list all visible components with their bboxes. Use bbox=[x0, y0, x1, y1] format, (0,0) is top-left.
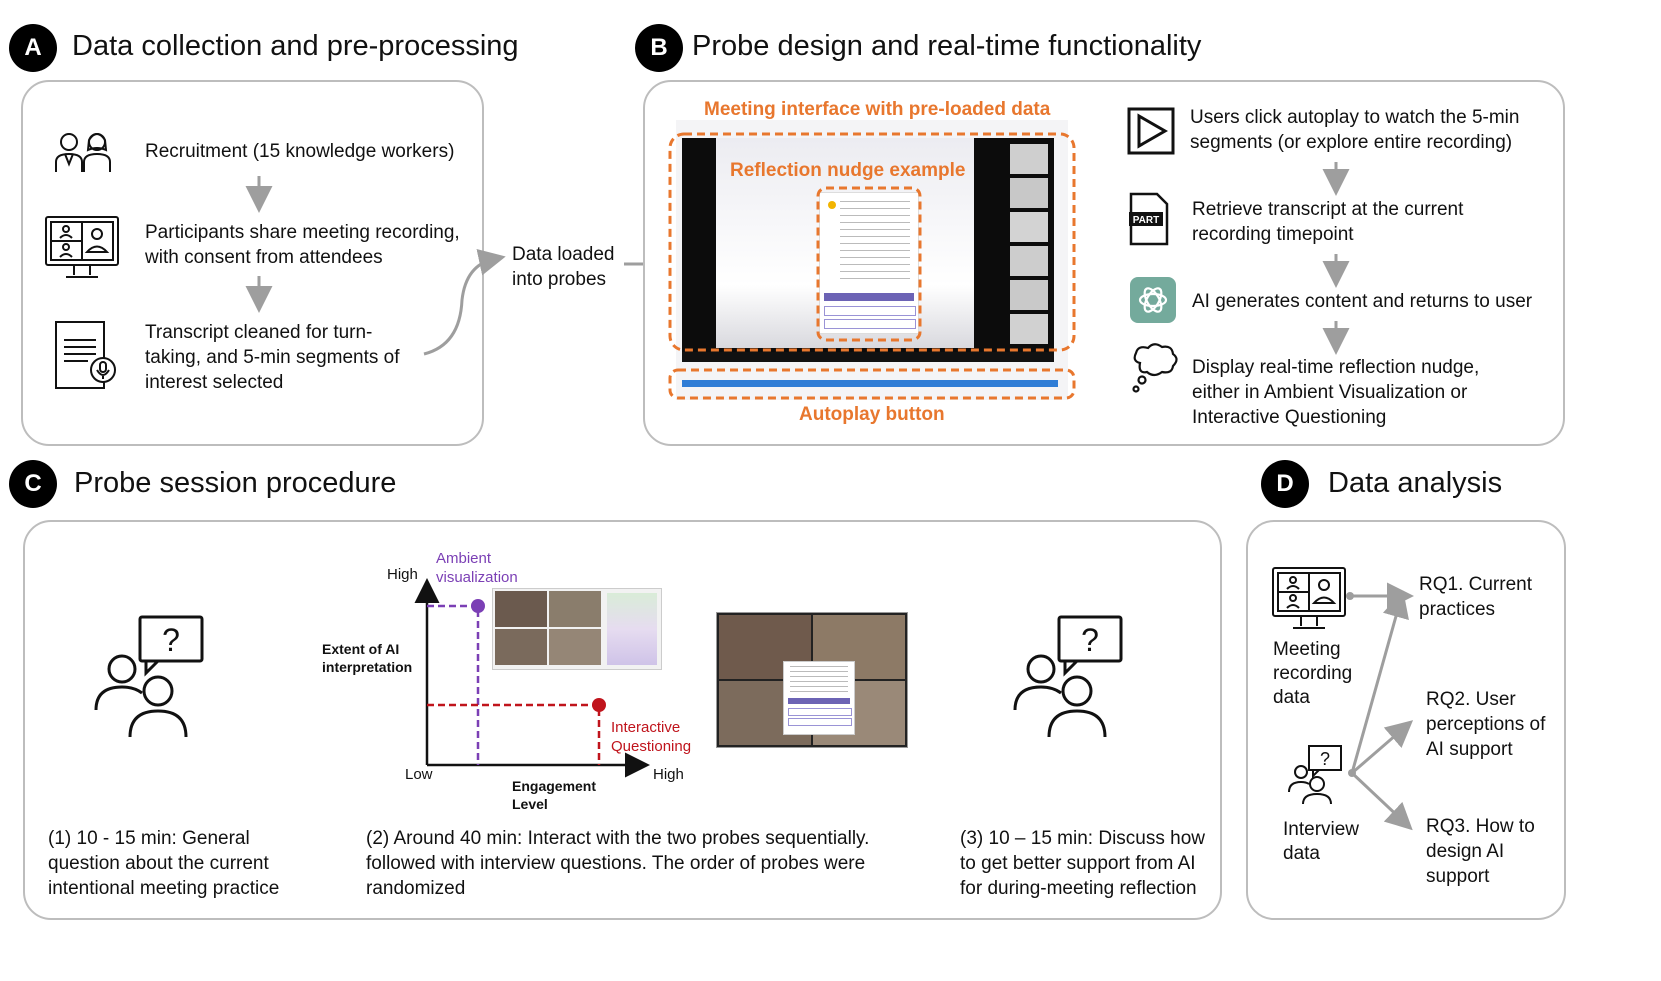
question-option-button[interactable] bbox=[788, 718, 852, 726]
meeting-interface-screenshot bbox=[676, 120, 1068, 400]
section-a-badge: A bbox=[9, 24, 57, 72]
section-d-title: Data analysis bbox=[1328, 467, 1503, 499]
video-tile bbox=[549, 591, 601, 627]
video-tile bbox=[549, 629, 601, 665]
section-b-title: Probe design and real-time functionality bbox=[692, 30, 1202, 62]
video-player-bar[interactable] bbox=[682, 352, 1054, 362]
step-c-general-question: (1) 10 - 15 min: General question about … bbox=[48, 828, 280, 899]
autoplay-button[interactable] bbox=[682, 380, 1058, 387]
interview-question-icon: ? bbox=[1013, 615, 1123, 738]
section-c-title: Probe session procedure bbox=[74, 467, 397, 499]
question-option-button[interactable] bbox=[788, 708, 852, 716]
question-primary-button[interactable] bbox=[788, 698, 850, 704]
nudge-icon bbox=[828, 201, 836, 209]
svg-text:?: ? bbox=[1081, 622, 1099, 658]
nudge-primary-button[interactable] bbox=[824, 293, 914, 301]
thought-bubble-icon bbox=[1132, 343, 1178, 393]
interactive-point bbox=[592, 698, 606, 712]
interview-question-icon: ? bbox=[94, 615, 204, 738]
people-icon bbox=[55, 133, 111, 172]
participant-tile bbox=[1010, 212, 1048, 242]
nudge-card bbox=[819, 192, 919, 334]
autoplay-label: Autoplay button bbox=[799, 404, 945, 425]
participant-tile bbox=[1010, 178, 1048, 208]
participant-tile bbox=[1010, 314, 1048, 344]
transcript-part-icon: PART bbox=[1129, 192, 1169, 246]
video-call-monitor-icon bbox=[45, 216, 119, 278]
part-icon-text: PART bbox=[1133, 215, 1159, 226]
svg-text:?: ? bbox=[1320, 749, 1330, 769]
section-d-badge: D bbox=[1261, 460, 1309, 508]
rq1-label: RQ1. Current practices bbox=[1419, 574, 1532, 620]
source-meeting-recording: Meeting recording data bbox=[1273, 639, 1353, 708]
transcript-document-icon bbox=[55, 321, 116, 389]
step-a-share-recording: Participants share meeting recording, wi… bbox=[145, 222, 460, 268]
participant-tile bbox=[1010, 246, 1048, 276]
step-c-discuss-support: (3) 10 – 15 min: Discuss how to get bett… bbox=[960, 828, 1205, 899]
video-tile bbox=[495, 629, 547, 665]
participant-thumbnails bbox=[976, 138, 1054, 352]
question-text-lines bbox=[790, 666, 848, 694]
ambient-visualization-label: Ambient visualization bbox=[436, 550, 518, 586]
section-a-title: Data collection and pre-processing bbox=[72, 30, 519, 62]
step-b-display-nudge: Display real-time reflection nudge, eith… bbox=[1192, 357, 1480, 428]
y-axis-label: Extent of AI interpretation bbox=[322, 641, 413, 675]
interactive-questioning-label: Interactive Questioning bbox=[611, 719, 692, 755]
nudge-secondary-button[interactable] bbox=[824, 306, 916, 316]
video-tile bbox=[495, 591, 547, 627]
x-low-label: Low bbox=[405, 766, 433, 783]
participant-tile bbox=[1010, 280, 1048, 310]
nudge-tertiary-button[interactable] bbox=[824, 319, 916, 329]
interface-label: Meeting interface with pre-loaded data bbox=[704, 99, 1051, 120]
participant-tile bbox=[1010, 144, 1048, 174]
step-b-autoplay: Users click autoplay to watch the 5-min … bbox=[1190, 107, 1520, 153]
ambient-color-panel bbox=[607, 593, 657, 665]
step-b-ai-generates: AI generates content and returns to user bbox=[1192, 291, 1533, 312]
meeting-recording-icon bbox=[1272, 567, 1346, 629]
step-b-retrieve-transcript: Retrieve transcript at the current recor… bbox=[1192, 199, 1464, 245]
play-icon bbox=[1127, 107, 1175, 155]
rq2-label: RQ2. User perceptions of AI support bbox=[1426, 689, 1546, 760]
ambient-point bbox=[471, 599, 485, 613]
source-interview: Interview data bbox=[1283, 819, 1360, 864]
x-high-label: High bbox=[653, 766, 684, 783]
svg-text:?: ? bbox=[162, 622, 180, 658]
section-b-badge: B bbox=[635, 24, 683, 72]
section-c-badge: C bbox=[9, 460, 57, 508]
nudge-label: Reflection nudge example bbox=[730, 160, 966, 181]
data-loaded-into-probes: Data loaded into probes bbox=[512, 244, 615, 290]
section-c-panel bbox=[23, 520, 1222, 920]
ambient-visualization-thumbnail bbox=[492, 588, 662, 670]
y-high-label: High bbox=[387, 566, 418, 583]
ai-logo-icon bbox=[1130, 277, 1176, 323]
question-card bbox=[783, 661, 855, 735]
step-a-transcript-cleaned: Transcript cleaned for turn-taking, and … bbox=[145, 322, 400, 393]
rq3-label: RQ3. How to design AI support bbox=[1426, 816, 1535, 887]
interview-icon: ? bbox=[1288, 745, 1342, 805]
nudge-text-lines bbox=[840, 201, 910, 281]
step-c-interact-probes: (2) Around 40 min: Interact with the two… bbox=[366, 828, 870, 899]
x-axis-label: Engagement Level bbox=[512, 778, 597, 812]
interactive-questioning-thumbnail bbox=[716, 612, 908, 748]
step-a-recruitment: Recruitment (15 knowledge workers) bbox=[145, 141, 455, 162]
